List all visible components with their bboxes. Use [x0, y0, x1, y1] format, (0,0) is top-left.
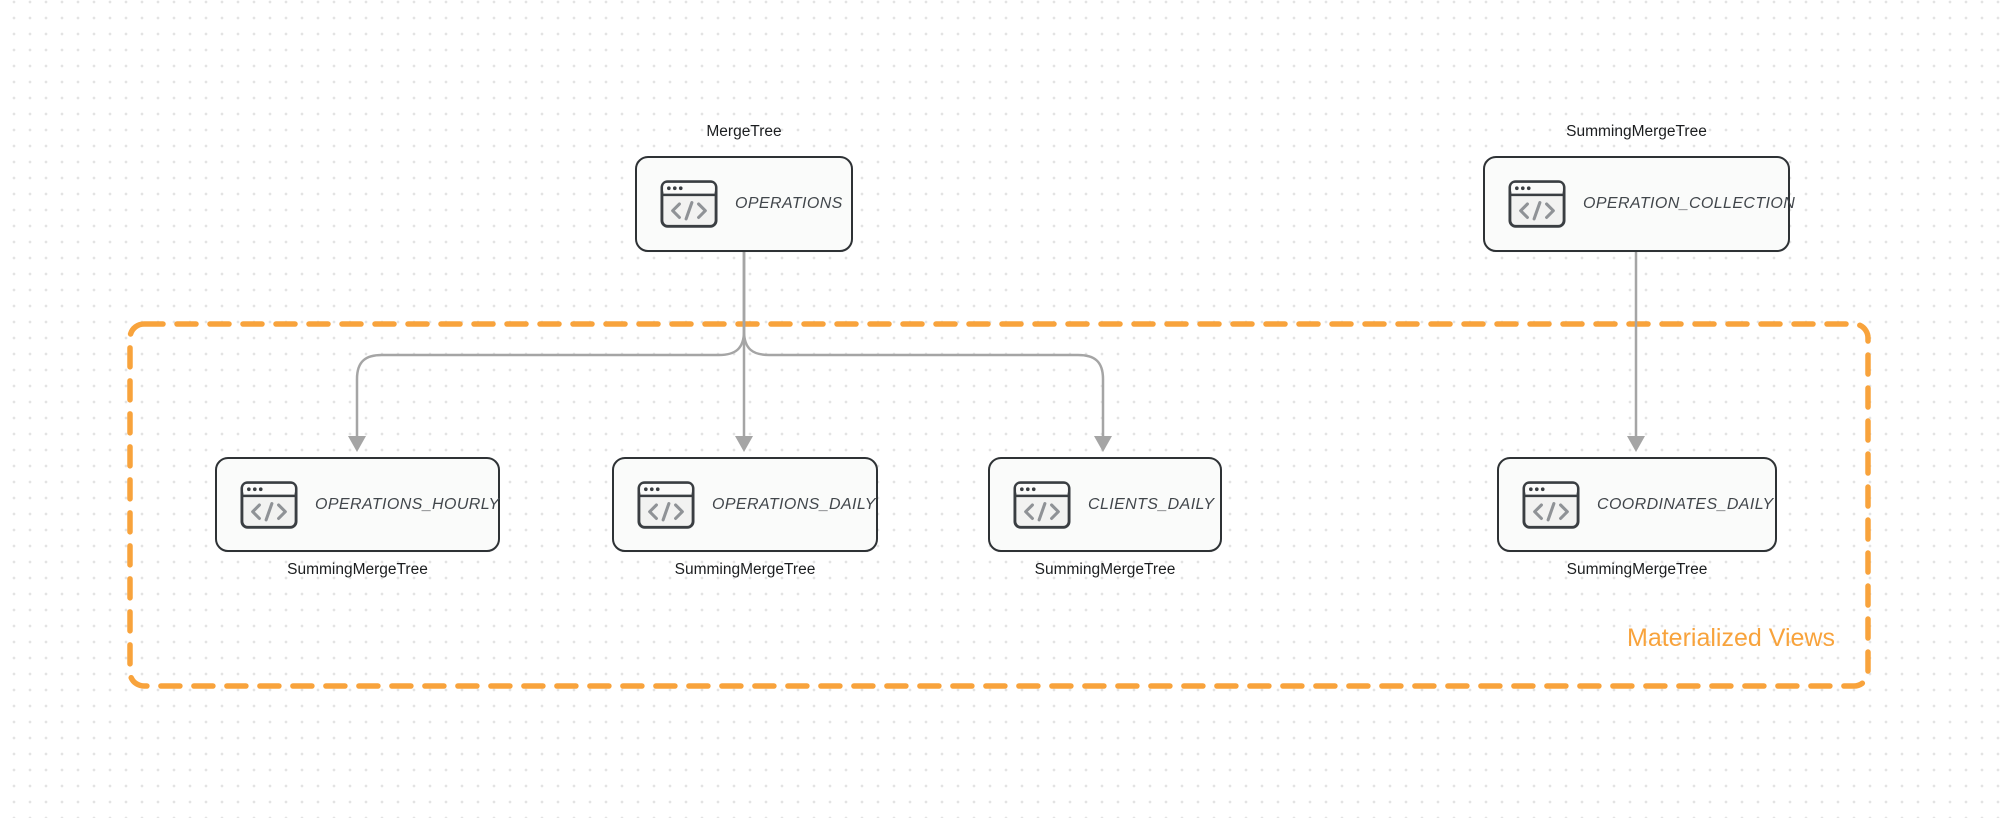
node-label: OPERATIONS_DAILY: [712, 495, 876, 513]
node-label: COORDINATES_DAILY: [1597, 495, 1774, 513]
engine-label-operations: MergeTree: [706, 123, 782, 140]
code-window-icon: [240, 480, 298, 529]
code-window-icon: [1522, 480, 1580, 529]
node-operations-hourly[interactable]: OPERATIONS_HOURLY: [215, 457, 500, 552]
node-clients-daily[interactable]: CLIENTS_DAILY: [988, 457, 1222, 552]
node-label: OPERATION_COLLECTION: [1583, 195, 1796, 212]
engine-label-coordinates-daily: SummingMergeTree: [1566, 561, 1708, 578]
arrowhead-operations-daily: [735, 436, 753, 452]
node-label: OPERATIONS_HOURLY: [315, 495, 500, 513]
arrowhead-clients-daily: [1094, 436, 1112, 452]
node-label: CLIENTS_DAILY: [1088, 495, 1215, 513]
node-operation-collection[interactable]: OPERATION_COLLECTION: [1483, 156, 1795, 252]
arrowhead-operations-hourly: [348, 436, 366, 452]
code-window-icon: [637, 480, 695, 529]
edge-operations-to-operations-hourly: [355, 252, 746, 438]
node-coordinates-daily[interactable]: COORDINATES_DAILY: [1497, 457, 1777, 552]
node-operations[interactable]: OPERATIONS: [635, 156, 853, 252]
node-operations-daily[interactable]: OPERATIONS_DAILY: [612, 457, 878, 552]
code-window-icon: [660, 180, 718, 228]
engine-label-clients-daily: SummingMergeTree: [1034, 561, 1176, 578]
code-window-icon: [1508, 180, 1566, 228]
arrowhead-coordinates-daily: [1627, 436, 1645, 452]
edge-operations-to-clients-daily: [742, 252, 1105, 438]
code-window-icon: [1013, 480, 1071, 529]
engine-label-operation-collection: SummingMergeTree: [1566, 123, 1707, 140]
materialized-views-label: Materialized Views: [1627, 624, 1835, 652]
node-label: OPERATIONS: [735, 195, 843, 212]
engine-label-operations-daily: SummingMergeTree: [674, 561, 816, 578]
engine-label-operations-hourly: SummingMergeTree: [287, 561, 428, 578]
